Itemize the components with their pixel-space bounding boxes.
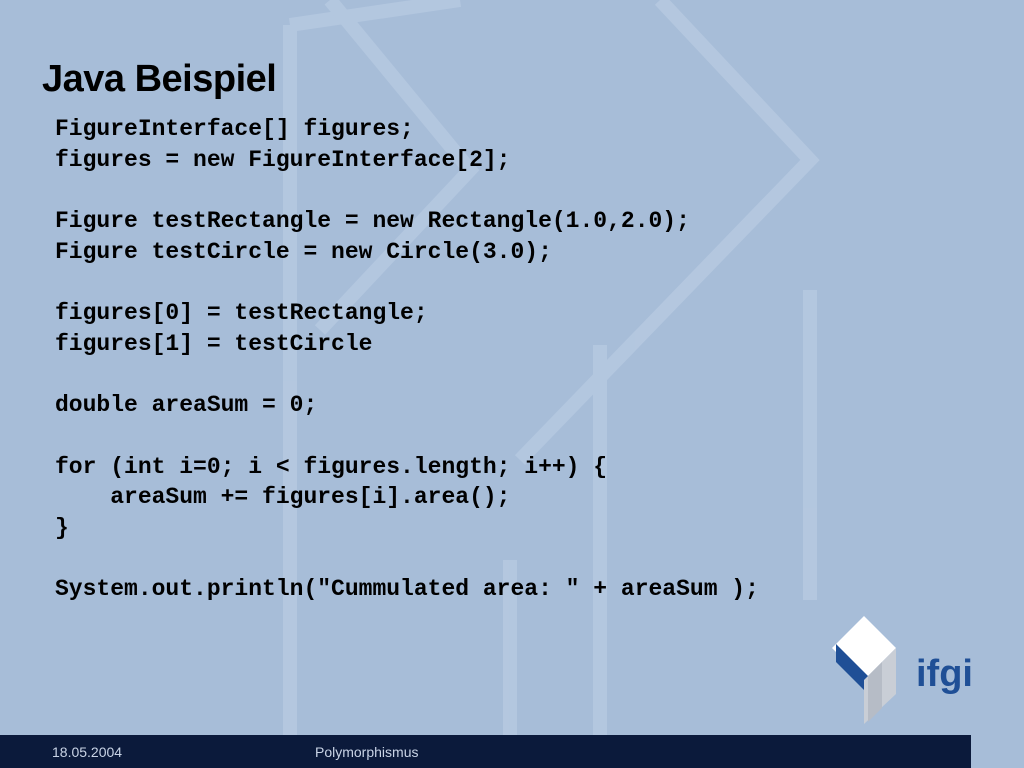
code-line: }	[55, 514, 69, 541]
code-line: Figure testRectangle = new Rectangle(1.0…	[55, 208, 690, 235]
code-block: FigureInterface[] figures; figures = new…	[55, 114, 985, 605]
code-line: figures[0] = testRectangle;	[55, 300, 428, 327]
code-line	[55, 421, 985, 452]
code-line: Figure testCircle = new Circle(3.0);	[55, 238, 552, 265]
code-line	[55, 360, 985, 391]
code-line	[55, 267, 985, 298]
logo-text: ifgi	[916, 653, 973, 695]
code-line: FigureInterface[] figures;	[55, 116, 414, 142]
code-line: System.out.println("Cummulated area: " +…	[55, 576, 759, 603]
code-line	[55, 544, 985, 575]
code-line: figures[1] = testCircle	[55, 330, 373, 357]
footer-bar	[0, 735, 971, 768]
footer-topic: Polymorphismus	[315, 744, 419, 760]
ifgi-cube-logo-icon	[832, 616, 896, 724]
code-line	[55, 175, 985, 206]
footer-date: 18.05.2004	[52, 744, 123, 760]
code-line: figures = new FigureInterface[2];	[55, 146, 511, 173]
slide-title: Java Beispiel	[42, 58, 277, 100]
code-line: for (int i=0; i < figures.length; i++) {	[55, 453, 608, 480]
code-line: areaSum += figures[i].area();	[55, 484, 511, 511]
code-line: double areaSum = 0;	[55, 392, 318, 419]
ifgi-logo: ifgi	[832, 616, 973, 724]
